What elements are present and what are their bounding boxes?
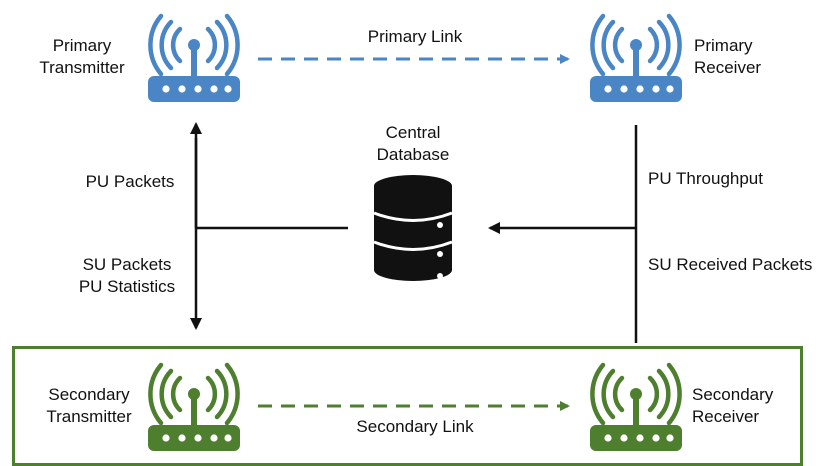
secondary-transmitter-line2: Transmitter	[46, 407, 132, 426]
primary-transmitter-line2: Transmitter	[39, 58, 125, 77]
primary-receiver-label: Primary Receiver	[694, 35, 814, 79]
primary-link-label: Primary Link	[367, 27, 463, 46]
pu-packets-label: PU Packets	[85, 172, 175, 191]
su-packets-text: SU Packets	[82, 255, 172, 274]
central-database-label: Central Database	[353, 122, 473, 166]
primary-transmitter-icon	[148, 16, 240, 102]
secondary-transmitter-label: Secondary Transmitter	[30, 384, 148, 428]
secondary-receiver-label: Secondary Receiver	[692, 384, 812, 428]
pu-throughput-label: PU Throughput	[648, 169, 763, 188]
secondary-receiver-icon	[590, 365, 682, 451]
secondary-receiver-line1: Secondary	[692, 385, 774, 404]
primary-receiver-line2: Receiver	[694, 58, 762, 77]
pu-statistics-text: PU Statistics	[78, 277, 176, 296]
su-received-packets-label: SU Received Packets	[648, 255, 813, 274]
central-database-line1: Central	[385, 123, 441, 142]
primary-transmitter-line1: Primary	[52, 36, 112, 55]
primary-receiver-line1: Primary	[694, 36, 753, 55]
secondary-transmitter-icon	[148, 365, 240, 451]
primary-transmitter-label: Primary Transmitter	[22, 35, 142, 79]
secondary-transmitter-line1: Secondary	[48, 385, 130, 404]
su-packets-label: SU Packets PU Statistics	[52, 254, 202, 298]
database-icon	[373, 175, 453, 281]
secondary-receiver-line2: Receiver	[692, 407, 760, 426]
secondary-link-label: Secondary Link	[356, 417, 474, 436]
primary-receiver-icon	[590, 16, 682, 102]
central-database-line2: Database	[376, 145, 450, 164]
